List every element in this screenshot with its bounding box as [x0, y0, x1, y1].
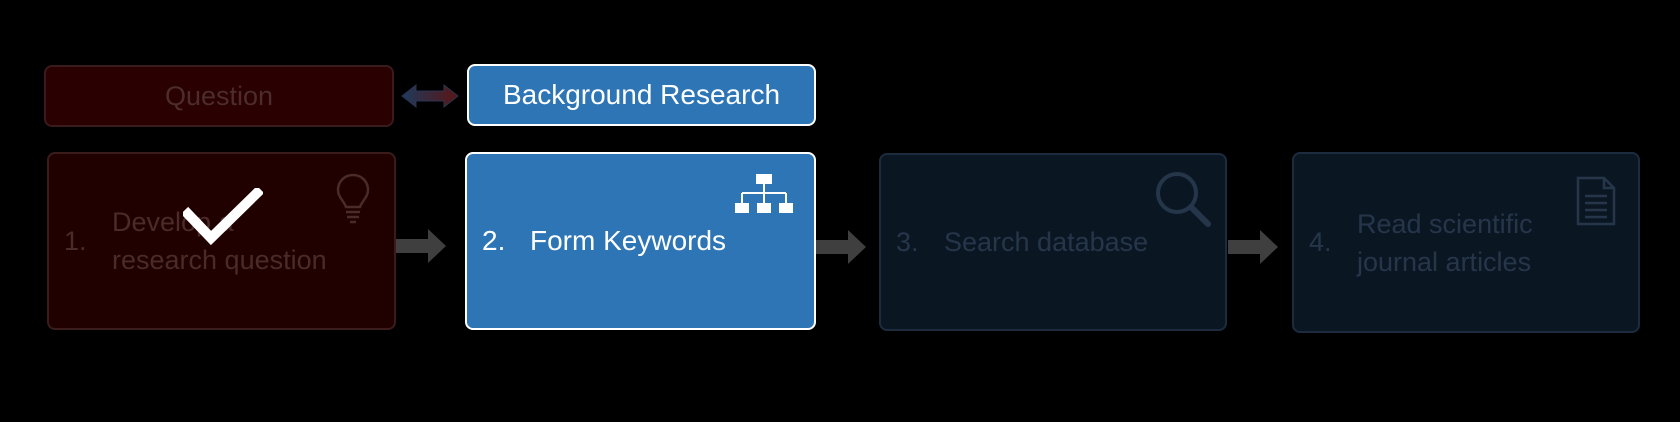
step-card-1: 1. Develop a research question: [47, 152, 396, 330]
step-card-2: 2. Form Keywords: [465, 152, 816, 330]
step-text-line: Form Keywords: [530, 225, 727, 256]
step-number: 3.: [896, 226, 919, 257]
step-text: Read scientific journal articles: [1357, 205, 1533, 281]
step-number: 4.: [1309, 227, 1332, 257]
step-text-line: Search database: [944, 227, 1149, 257]
phase-question-label: Question: [164, 80, 274, 111]
right-arrow-icon: [816, 230, 866, 264]
phase-background-label: Background Research: [502, 79, 781, 110]
phase-background-research: Background Research: [467, 64, 816, 126]
step-card-3: 3. Search database: [879, 153, 1227, 331]
step-card-4: 4. Read scientific journal articles: [1292, 152, 1640, 333]
step-text: Form Keywords: [530, 222, 726, 260]
checkmark-icon: [183, 188, 263, 246]
step-text-line: research question: [112, 245, 327, 275]
step-number: 2.: [482, 225, 506, 256]
hierarchy-icon: [735, 174, 793, 213]
step-text-line: Read scientific: [1357, 208, 1533, 239]
document-icon: [1576, 176, 1616, 226]
step-number: 1.: [64, 225, 87, 256]
right-arrow-icon: [1228, 230, 1278, 264]
phase-question: Question: [44, 65, 394, 127]
step-text-line: journal articles: [1357, 246, 1532, 277]
lightbulb-icon: [336, 173, 370, 224]
right-arrow-icon: [396, 229, 446, 263]
magnifier-icon: [1156, 172, 1211, 227]
step-text: Search database: [944, 223, 1148, 261]
double-arrow-icon: [401, 83, 459, 109]
